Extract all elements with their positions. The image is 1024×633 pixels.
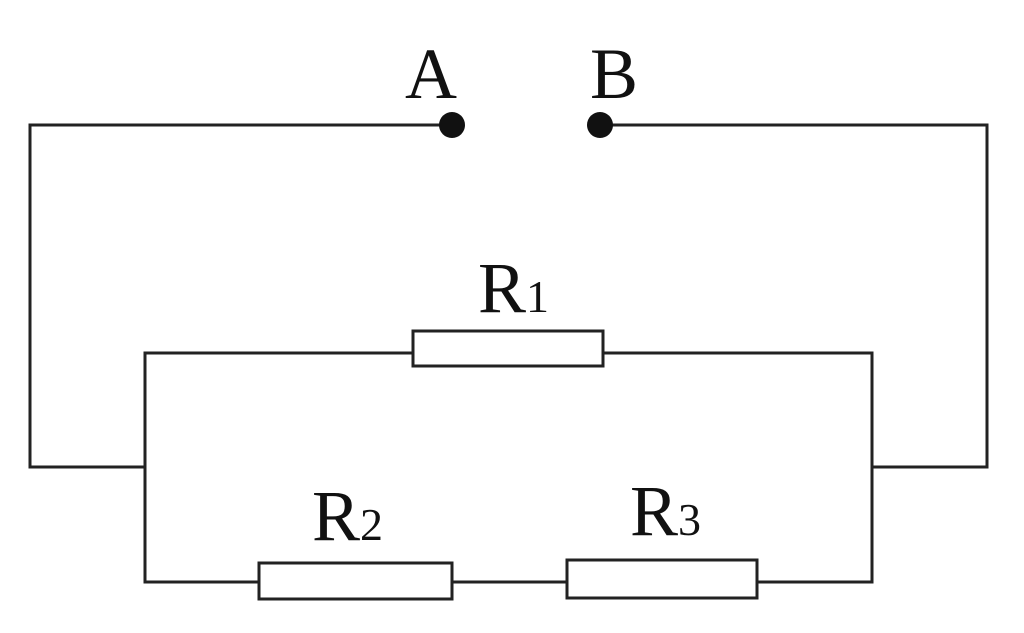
resistor-r1-subscript: 1 — [526, 271, 549, 322]
resistor-r3-label: R3 — [630, 471, 701, 551]
resistor-r2-letter: R — [312, 476, 360, 556]
resistor-r2-label: R2 — [312, 476, 383, 556]
terminal-a-label: A — [405, 34, 457, 114]
resistor-r2 — [257, 561, 454, 601]
resistor-r3-subscript: 3 — [678, 494, 701, 545]
terminal-a-dot — [439, 112, 465, 138]
terminal-b-label: B — [590, 34, 638, 114]
wire-b-right-loop — [598, 123, 989, 469]
resistor-r3-letter: R — [630, 471, 678, 551]
resistor-r1-label: R1 — [478, 248, 549, 328]
wire-a-left-loop — [28, 123, 454, 469]
resistor-r1 — [411, 329, 605, 368]
resistor-r2-subscript: 2 — [360, 499, 383, 550]
terminal-b-dot — [587, 112, 613, 138]
resistor-r1-letter: R — [478, 248, 526, 328]
resistor-r3 — [565, 558, 759, 600]
